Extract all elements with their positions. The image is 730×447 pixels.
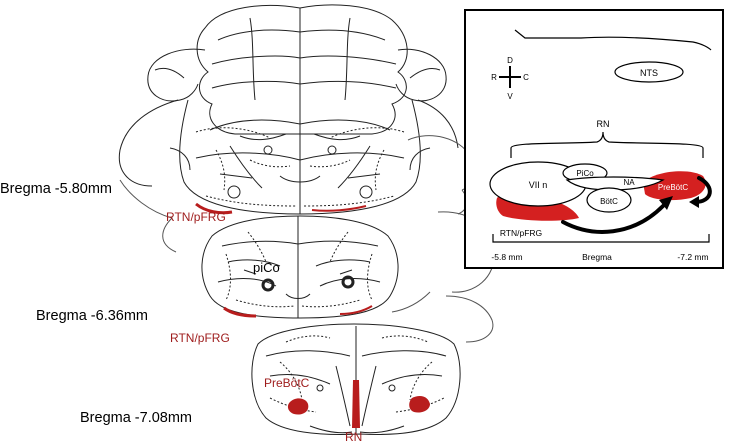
section-bregma-6-36: [201, 215, 399, 319]
prebotc-region: [643, 171, 706, 201]
rn-bracket: [510, 131, 704, 158]
prebotc-left-fill: [287, 398, 309, 415]
na-region: [565, 176, 665, 191]
inset-rtn-label: RTN/pFRG: [500, 228, 542, 238]
vii-n-label: VII n: [529, 180, 548, 190]
sagittal-inset: NTS D V R C RN VII n PiCo NA BötC PreBöt…: [464, 9, 724, 269]
scale-center-label: Bregma: [582, 252, 612, 262]
rtn-to-prebotc-arrow: [561, 204, 665, 234]
rostral-label: R: [491, 73, 497, 82]
dorsal-label: D: [507, 56, 513, 65]
bregma-7-08-label: Bregma -7.08mm: [80, 410, 193, 426]
section-bregma-5-80: [118, 4, 459, 215]
nts-region: [614, 61, 684, 83]
scale-right-label: -7.2 mm: [677, 252, 708, 262]
scale-bar: [492, 234, 710, 243]
ventral-label: V: [507, 92, 513, 101]
inset-frame: [464, 9, 724, 269]
caudal-label: C: [523, 73, 529, 82]
connection-arrows: [561, 176, 712, 234]
highlight-fills: [287, 380, 430, 428]
rn-fill: [352, 380, 360, 428]
orientation-compass: [499, 66, 521, 88]
na-label: NA: [623, 178, 635, 187]
prebotc-right-fill: [409, 396, 430, 413]
inset-rn-label: RN: [597, 119, 610, 129]
rtn-pfrg-lower-label: RTN/pFRG: [170, 331, 230, 345]
bregma-5-80-label: Bregma -5.80mm: [0, 181, 113, 197]
inset-prebotc-label: PreBötC: [658, 183, 688, 192]
botc-region: [586, 187, 632, 213]
section-bregma-7-08: [251, 323, 461, 435]
bregma-6-36-label: Bregma -6.36mm: [36, 308, 149, 324]
arrowheads: [659, 196, 699, 210]
section-background-outline: [119, 135, 495, 343]
inset-pico-label: PiCo: [576, 169, 594, 178]
scale-left-label: -5.8 mm: [491, 252, 522, 262]
botc-label: BötC: [600, 197, 618, 206]
pico-label: piCo: [253, 260, 280, 275]
dorsal-surface-line: [514, 29, 712, 51]
nts-label: NTS: [640, 68, 658, 78]
rtn-pfrg-upper-label: RTN/pFRG: [166, 210, 226, 224]
prebotc-label: PreBötC: [264, 376, 310, 390]
rn-label: RN: [345, 430, 363, 444]
prebotc-recurrent-arrow: [693, 176, 712, 204]
